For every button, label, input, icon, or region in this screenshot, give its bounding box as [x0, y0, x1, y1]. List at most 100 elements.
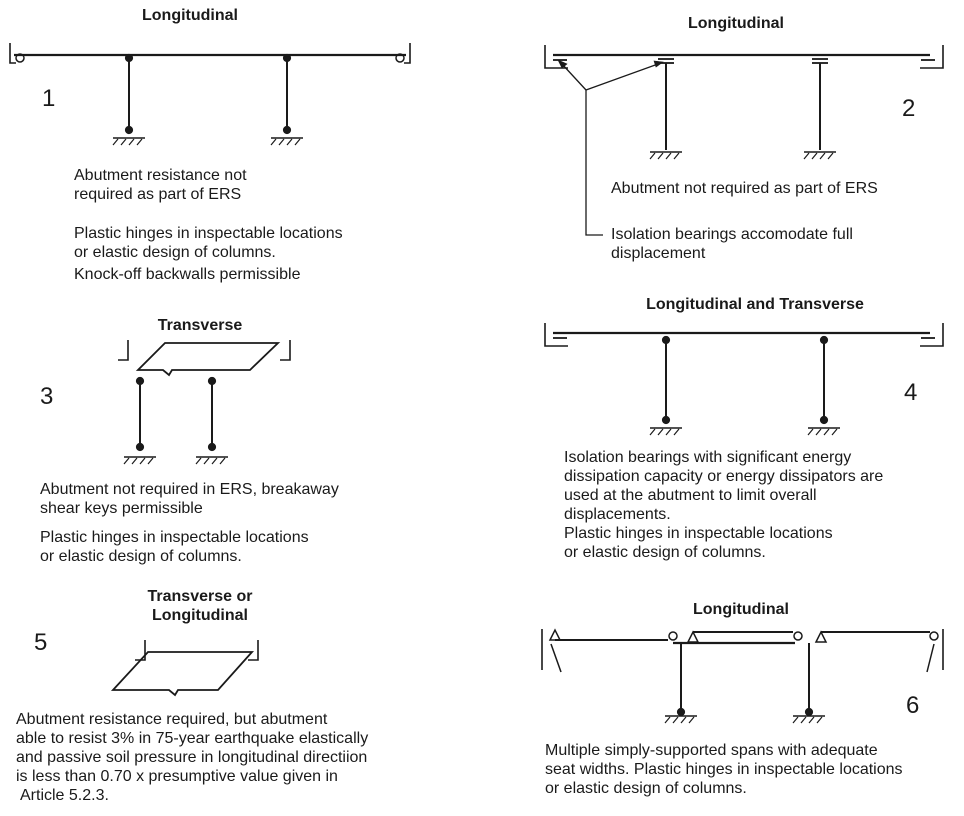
description-line: or elastic design of columns. — [545, 780, 747, 797]
description-line: shear keys permissible — [40, 500, 203, 517]
callout-arrow — [585, 63, 659, 91]
panel-4-description: Isolation bearings with significant ener… — [564, 448, 883, 562]
pin-bearing — [548, 628, 562, 641]
plastic-hinge — [282, 125, 292, 135]
skewed-deck — [135, 342, 281, 377]
panel-2-description: Abutment not required as part of ERS — [611, 180, 878, 197]
panel-6-number: 6 — [906, 692, 920, 719]
description-line — [74, 204, 343, 223]
left-abutment — [135, 640, 146, 661]
description-line: Plastic hinges in inspectable locations — [74, 225, 343, 242]
left-abutment — [544, 45, 568, 69]
ground-icon — [649, 427, 683, 436]
panel-4-title: Longitudinal and Transverse — [646, 296, 864, 313]
roller-bearing — [668, 631, 678, 641]
callout-line: Isolation bearings accomodate full — [611, 226, 853, 243]
description-line: displacements. — [564, 506, 671, 523]
description-line: Plastic hinges in inspectable locations — [40, 529, 309, 546]
plastic-hinge — [207, 442, 217, 452]
left-abutment — [118, 340, 129, 361]
callout-arrow — [561, 63, 587, 91]
plastic-hinge — [661, 415, 671, 425]
plastic-hinge — [819, 335, 829, 345]
title-line: Longitudinal — [152, 607, 248, 624]
panel-1-title: Longitudinal — [142, 7, 238, 24]
right-abutment — [248, 640, 259, 661]
description-line: or elastic design of columns. — [74, 244, 276, 261]
right-abutment — [280, 340, 291, 361]
skewed-deck — [110, 651, 255, 697]
plastic-hinge — [207, 376, 217, 386]
ground-icon — [792, 715, 826, 724]
description-line: Plastic hinges in inspectable locations — [564, 525, 833, 542]
panel-1-number: 1 — [42, 85, 56, 112]
plastic-hinge — [819, 415, 829, 425]
panel-6-description: Multiple simply-supported spans with ade… — [545, 741, 903, 798]
left-abutment — [544, 323, 568, 347]
callout-line: displacement — [611, 245, 706, 262]
title-line: Transverse or — [147, 588, 253, 605]
panel-1-description: Abutment resistance not required as part… — [74, 166, 343, 284]
description-line: Abutment resistance not — [74, 167, 247, 184]
panel-3-title: Transverse — [157, 317, 243, 334]
panel-5-title: Transverse or Longitudinal — [120, 587, 280, 625]
panel-5-description: Abutment resistance required, but abutme… — [16, 710, 368, 805]
description-line: or elastic design of columns. — [564, 544, 766, 561]
plastic-hinge — [124, 53, 134, 63]
panel-6-diagram — [541, 628, 944, 724]
pin-bearing — [814, 630, 828, 643]
panel-4-diagram — [544, 323, 944, 436]
description-line: Article 5.2.3. — [20, 787, 109, 804]
pin-bearing — [686, 630, 700, 643]
panel-5-number: 5 — [34, 629, 48, 656]
panel-3-diagram — [118, 340, 291, 465]
panel-2-title: Longitudinal — [688, 15, 784, 32]
ground-icon — [803, 151, 837, 160]
description-line: and passive soil pressure in longitudina… — [16, 749, 368, 766]
ground-icon — [664, 715, 698, 724]
arrowhead — [653, 60, 664, 68]
ground-icon — [112, 137, 146, 146]
ground-icon — [195, 456, 229, 465]
plastic-hinge — [661, 335, 671, 345]
abutment-strut — [550, 643, 562, 673]
ground-icon — [123, 456, 157, 465]
panel-6-title: Longitudinal — [693, 601, 789, 618]
left-roller — [15, 53, 25, 63]
plastic-hinge — [135, 442, 145, 452]
description-line: seat widths. Plastic hinges in inspectab… — [545, 761, 903, 778]
panel-5-diagram — [110, 640, 259, 697]
description-line: Isolation bearings with significant ener… — [564, 449, 852, 466]
panel-4-number: 4 — [904, 379, 918, 406]
description-line: dissipation capacity or energy dissipato… — [564, 468, 884, 485]
description-line: is less than 0.70 x presumptive value gi… — [16, 768, 338, 785]
roller-bearing — [793, 631, 803, 641]
right-abutment — [920, 45, 944, 69]
roller-bearing — [929, 631, 939, 641]
left-abutment — [9, 43, 16, 64]
panel-2-diagram — [544, 45, 944, 236]
abutment-strut — [926, 643, 935, 673]
panel-3-number: 3 — [40, 383, 54, 410]
description-line: Multiple simply-supported spans with ade… — [545, 742, 878, 759]
description-line: used at the abutment to limit overall — [564, 487, 817, 504]
description-line: Abutment resistance required, but abutme… — [16, 711, 328, 728]
arrowhead — [557, 59, 568, 69]
panel-2-number: 2 — [902, 95, 916, 122]
ground-icon — [649, 151, 683, 160]
plastic-hinge — [676, 707, 686, 717]
plastic-hinge — [124, 125, 134, 135]
plastic-hinge — [804, 707, 814, 717]
description-line: required as part of ERS — [74, 186, 242, 203]
panel-2-callout: Isolation bearings accomodate full displ… — [611, 225, 853, 263]
ground-icon — [807, 427, 841, 436]
ground-icon — [270, 137, 304, 146]
callout-leader — [585, 90, 603, 236]
description-line: able to resist 3% in 75-year earthquake … — [16, 730, 369, 747]
right-roller — [395, 53, 405, 63]
description-line: Abutment not required in ERS, breakaway — [40, 481, 339, 498]
right-abutment — [404, 43, 411, 64]
description-line: Knock-off backwalls permissible — [74, 266, 301, 283]
description-line: or elastic design of columns. — [40, 548, 242, 565]
